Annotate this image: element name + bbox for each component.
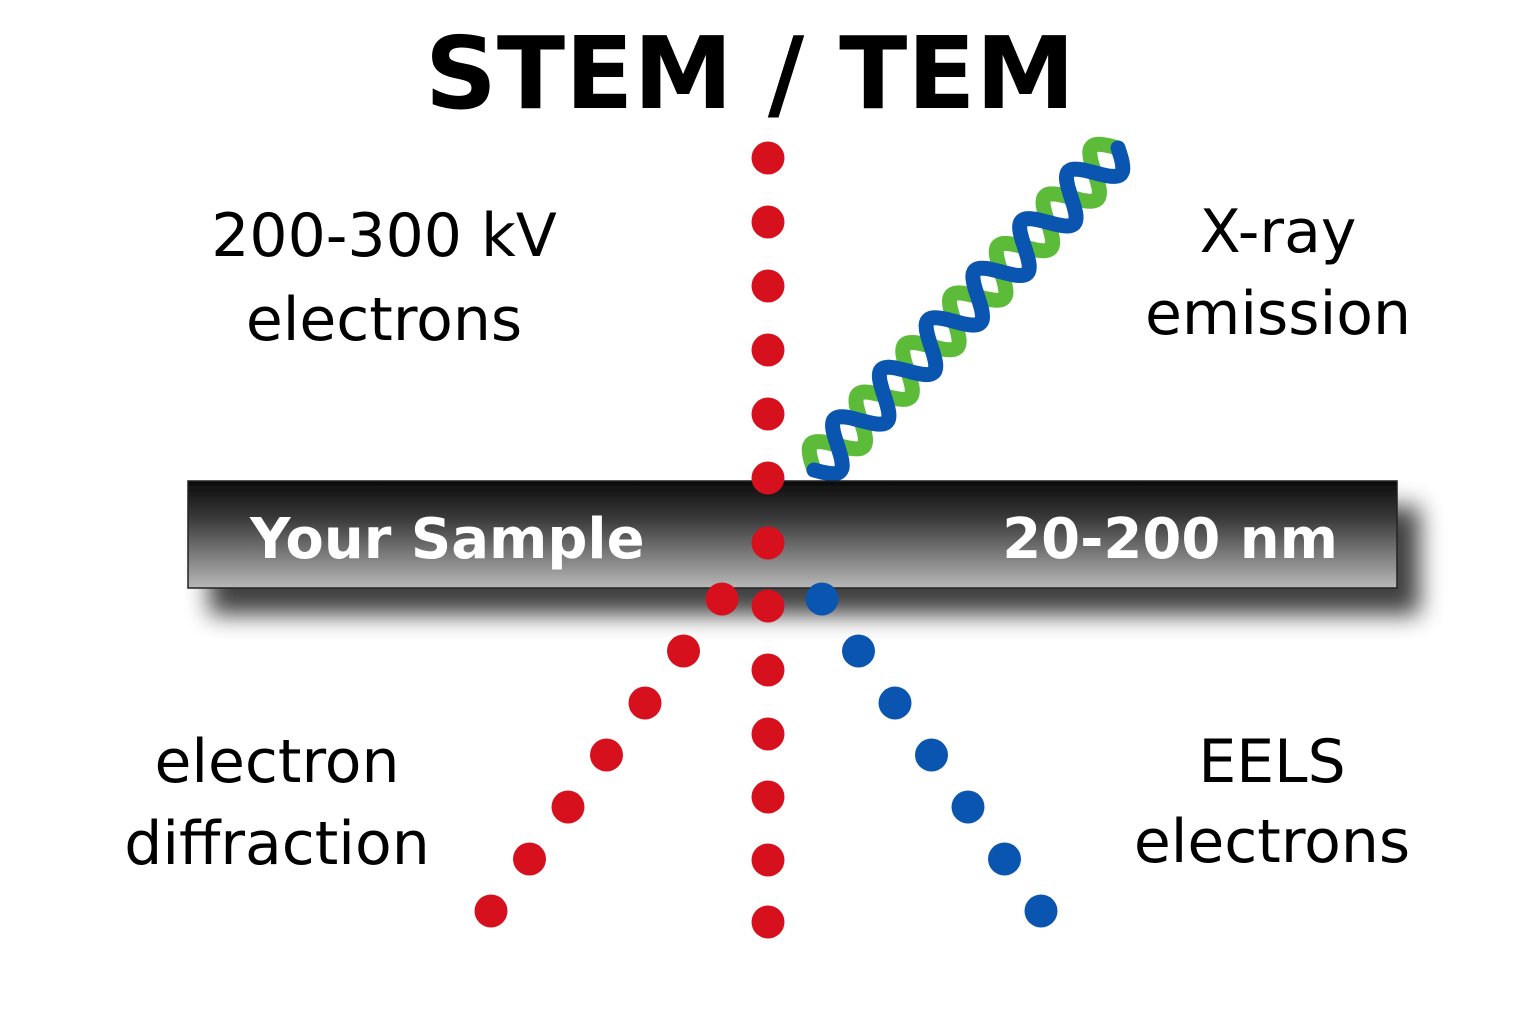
sample-thickness: 20-200 nm [1002, 507, 1338, 572]
eels-label-line2: electrons [1134, 807, 1410, 877]
transmitted-electron-dot [751, 780, 785, 814]
incident-electrons-label-line2: electrons [246, 285, 522, 355]
transmitted-electron-dot [751, 843, 785, 877]
sample-name: Your Sample [249, 507, 645, 572]
eels-electron-dot [878, 686, 912, 720]
diagram-title: STEM / TEM [425, 15, 1075, 132]
sample-slab: Your Sample 20-200 nm [187, 480, 1398, 589]
transmitted-electron-dot [751, 905, 785, 939]
incident-electron-dot [751, 397, 785, 431]
incident-electron-beam [751, 141, 785, 560]
eels-electron-beam [805, 582, 1058, 928]
xray-emission-label-line2: emission [1145, 279, 1411, 349]
electron-diffraction-label-line2: diffraction [124, 809, 429, 879]
xray-wave [801, 136, 1131, 482]
incident-electrons-label-line1: 200-300 kV [211, 201, 557, 271]
eels-electron-dot [842, 634, 875, 668]
eels-electron-dot [951, 790, 985, 824]
incident-electron-dot [751, 526, 785, 560]
transmitted-electron-dot [751, 717, 785, 751]
eels-electron-dot [805, 582, 839, 616]
transmitted-electron-dot [751, 589, 785, 623]
diffracted-electron-dot [705, 582, 739, 616]
eels-label-line1: EELS [1198, 727, 1345, 797]
xray-wave-strand-blue [806, 140, 1131, 482]
diffracted-electron-beam [474, 582, 739, 928]
diffracted-electron-dot [628, 686, 662, 720]
diffracted-electron-dot [513, 842, 546, 876]
diffracted-electron-dot [667, 634, 700, 668]
eels-electron-dot [1024, 894, 1058, 928]
incident-electron-dot [751, 205, 785, 239]
incident-electron-dot [751, 141, 785, 175]
sample-bar [187, 480, 1398, 589]
eels-electron-dot [988, 842, 1021, 876]
diffracted-electron-dot [551, 790, 585, 824]
diffracted-electron-dot [590, 738, 623, 772]
transmitted-electron-dot [751, 653, 785, 687]
incident-electron-dot [751, 333, 785, 367]
xray-emission-label-line1: X-ray [1200, 197, 1357, 267]
xray-wave-strand-green [801, 136, 1126, 478]
electron-diffraction-label-line1: electron [154, 727, 399, 797]
diffracted-electron-dot [474, 894, 508, 928]
incident-electron-dot [751, 269, 785, 303]
incident-electron-dot [751, 461, 785, 495]
eels-electron-dot [915, 738, 948, 772]
transmitted-electron-beam [751, 589, 785, 939]
